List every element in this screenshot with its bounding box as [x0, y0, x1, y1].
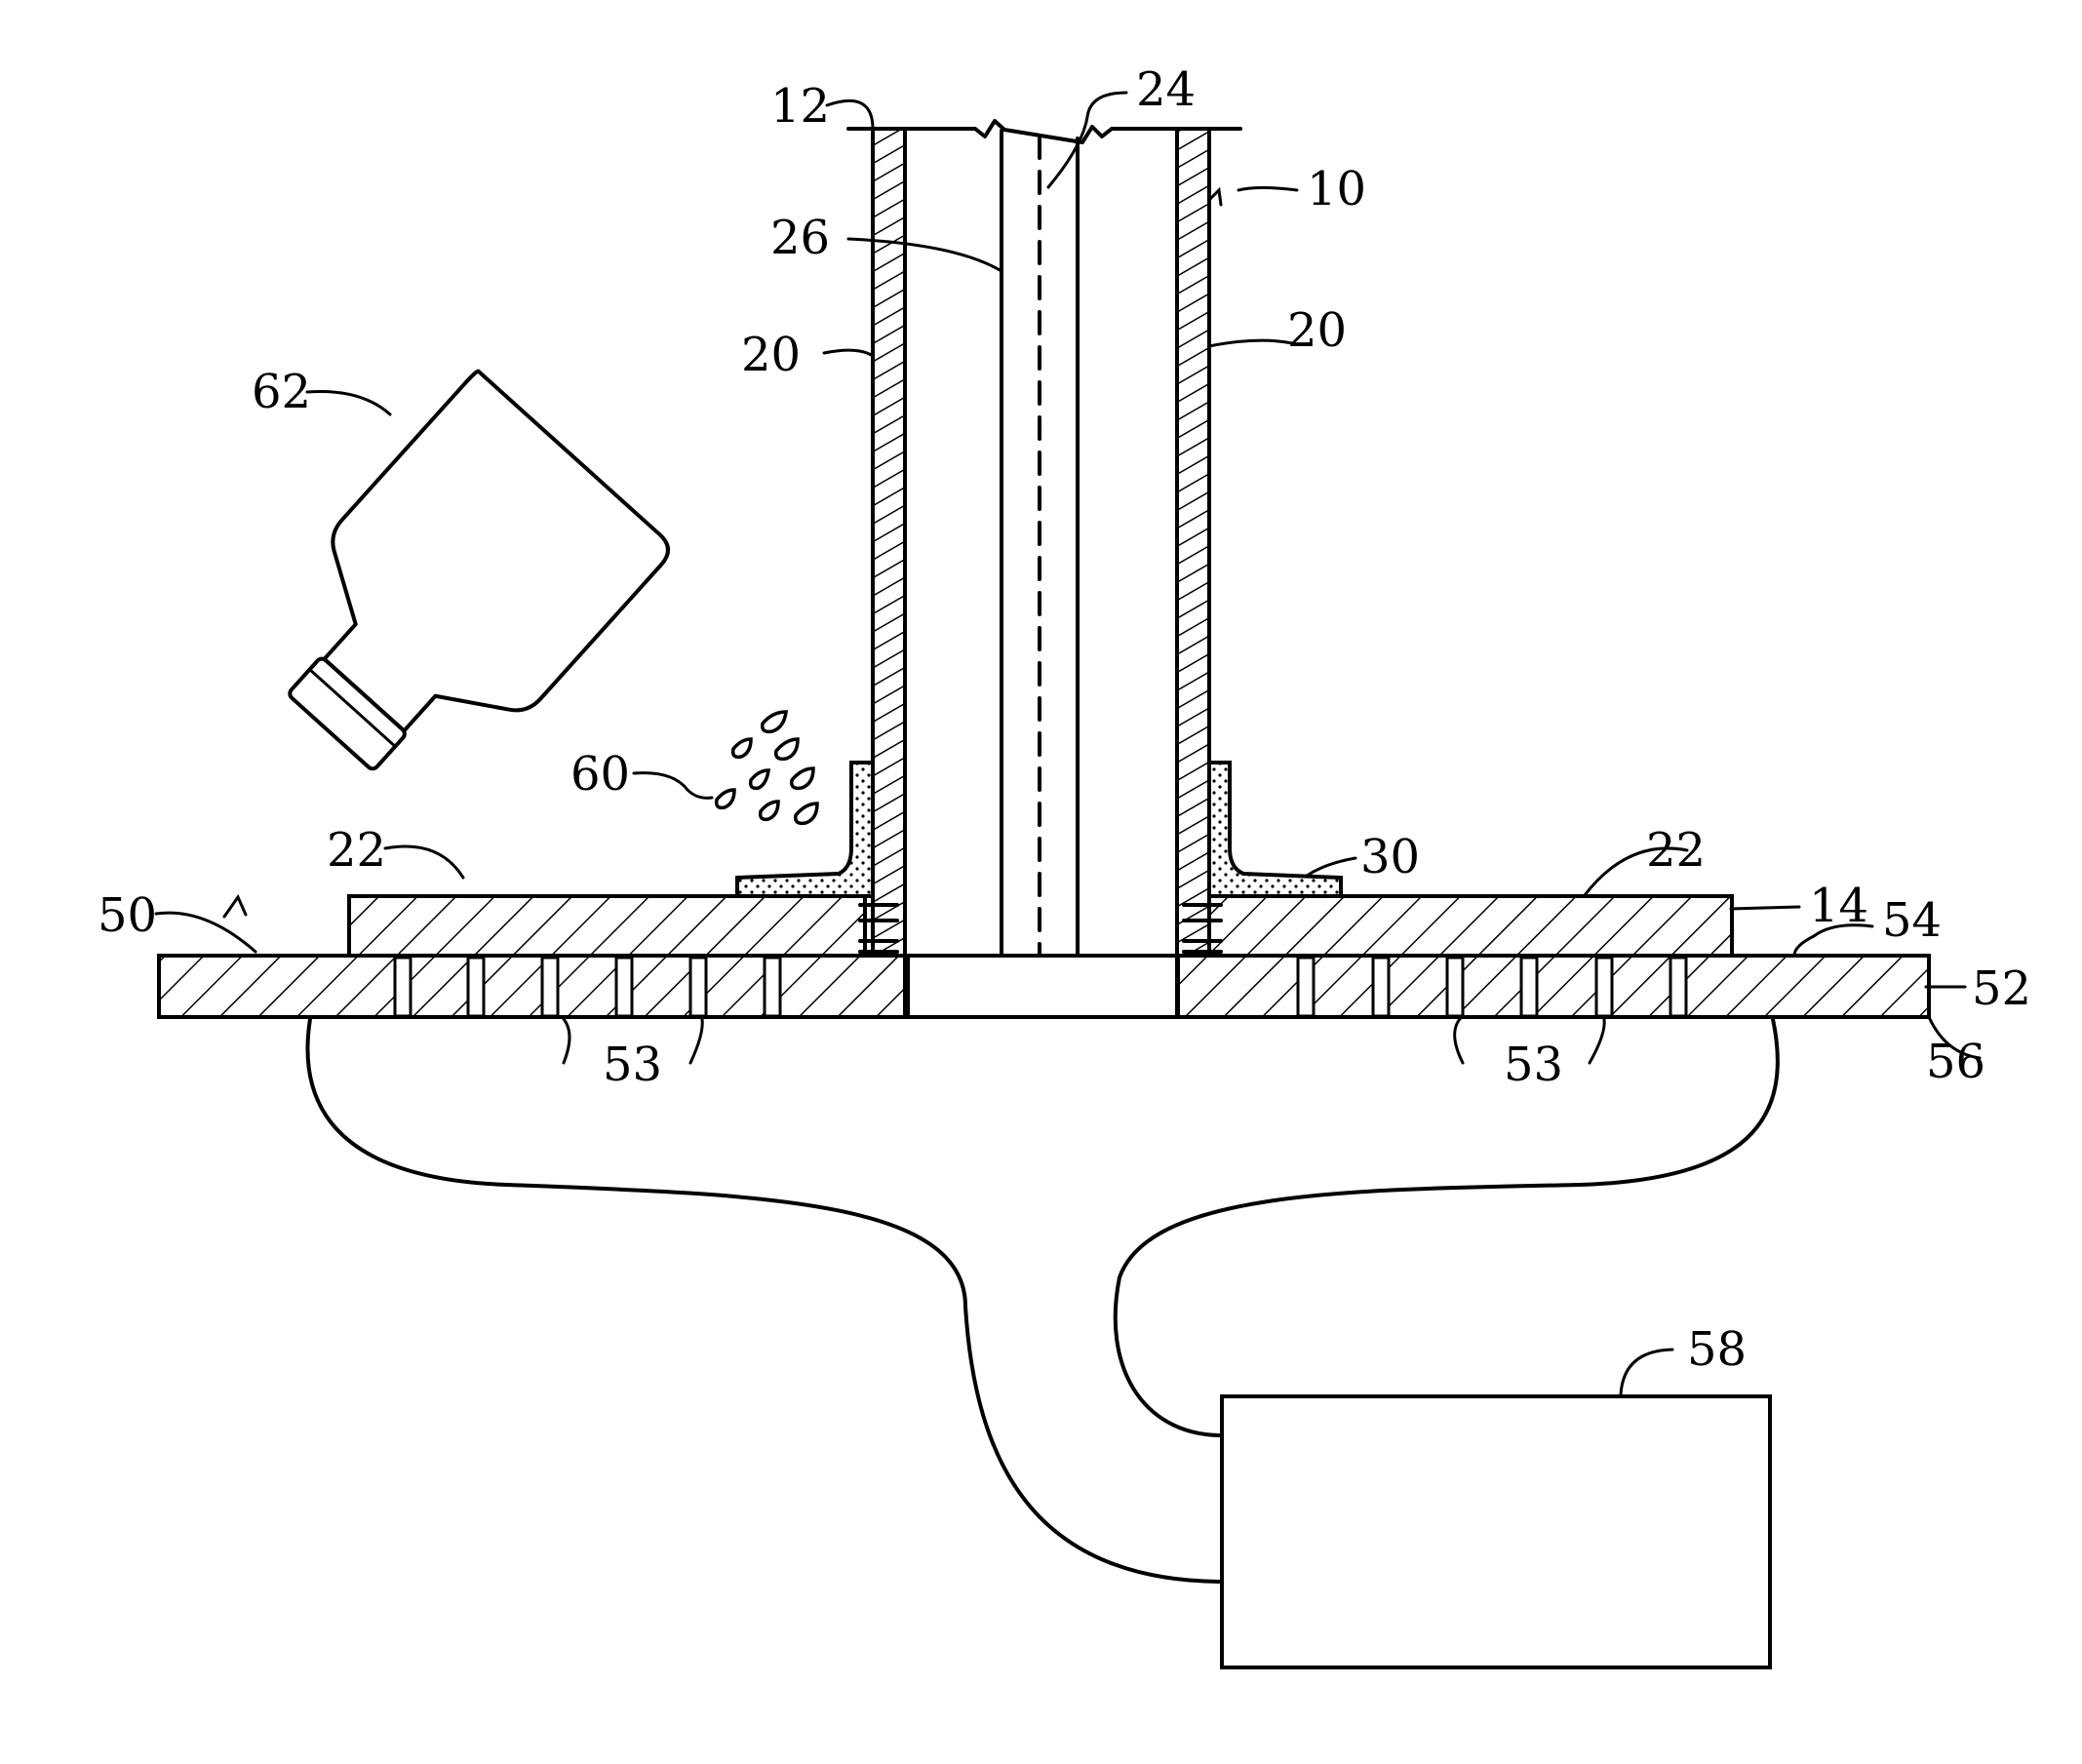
label-10: 10 [1307, 162, 1366, 216]
leader-lines [156, 93, 1980, 1394]
label-58: 58 [1687, 1322, 1747, 1377]
label-30: 30 [1360, 830, 1420, 884]
label-20-right: 20 [1287, 303, 1347, 358]
label-50: 50 [98, 888, 157, 943]
perforated-table [159, 956, 1929, 1017]
label-22-left: 22 [327, 823, 386, 878]
label-26: 26 [770, 211, 830, 265]
label-60: 60 [570, 747, 630, 802]
label-22-right: 22 [1646, 823, 1706, 878]
label-53-left: 53 [603, 1038, 662, 1092]
vacuum-source [1222, 1396, 1770, 1667]
label-24: 24 [1136, 62, 1196, 117]
label-54: 54 [1882, 893, 1942, 948]
label-14: 14 [1809, 879, 1868, 933]
label-12: 12 [770, 79, 830, 134]
inner-tube [1002, 131, 1078, 956]
label-52: 52 [1972, 961, 2031, 1016]
label-20-left: 20 [741, 328, 801, 382]
label-62: 62 [252, 365, 311, 419]
reference-labels: 12 24 10 26 20 20 62 60 22 30 22 14 54 5… [98, 62, 2031, 1377]
label-56: 56 [1926, 1035, 1985, 1089]
droplets-icon [717, 712, 817, 823]
label-53-right: 53 [1504, 1038, 1563, 1092]
